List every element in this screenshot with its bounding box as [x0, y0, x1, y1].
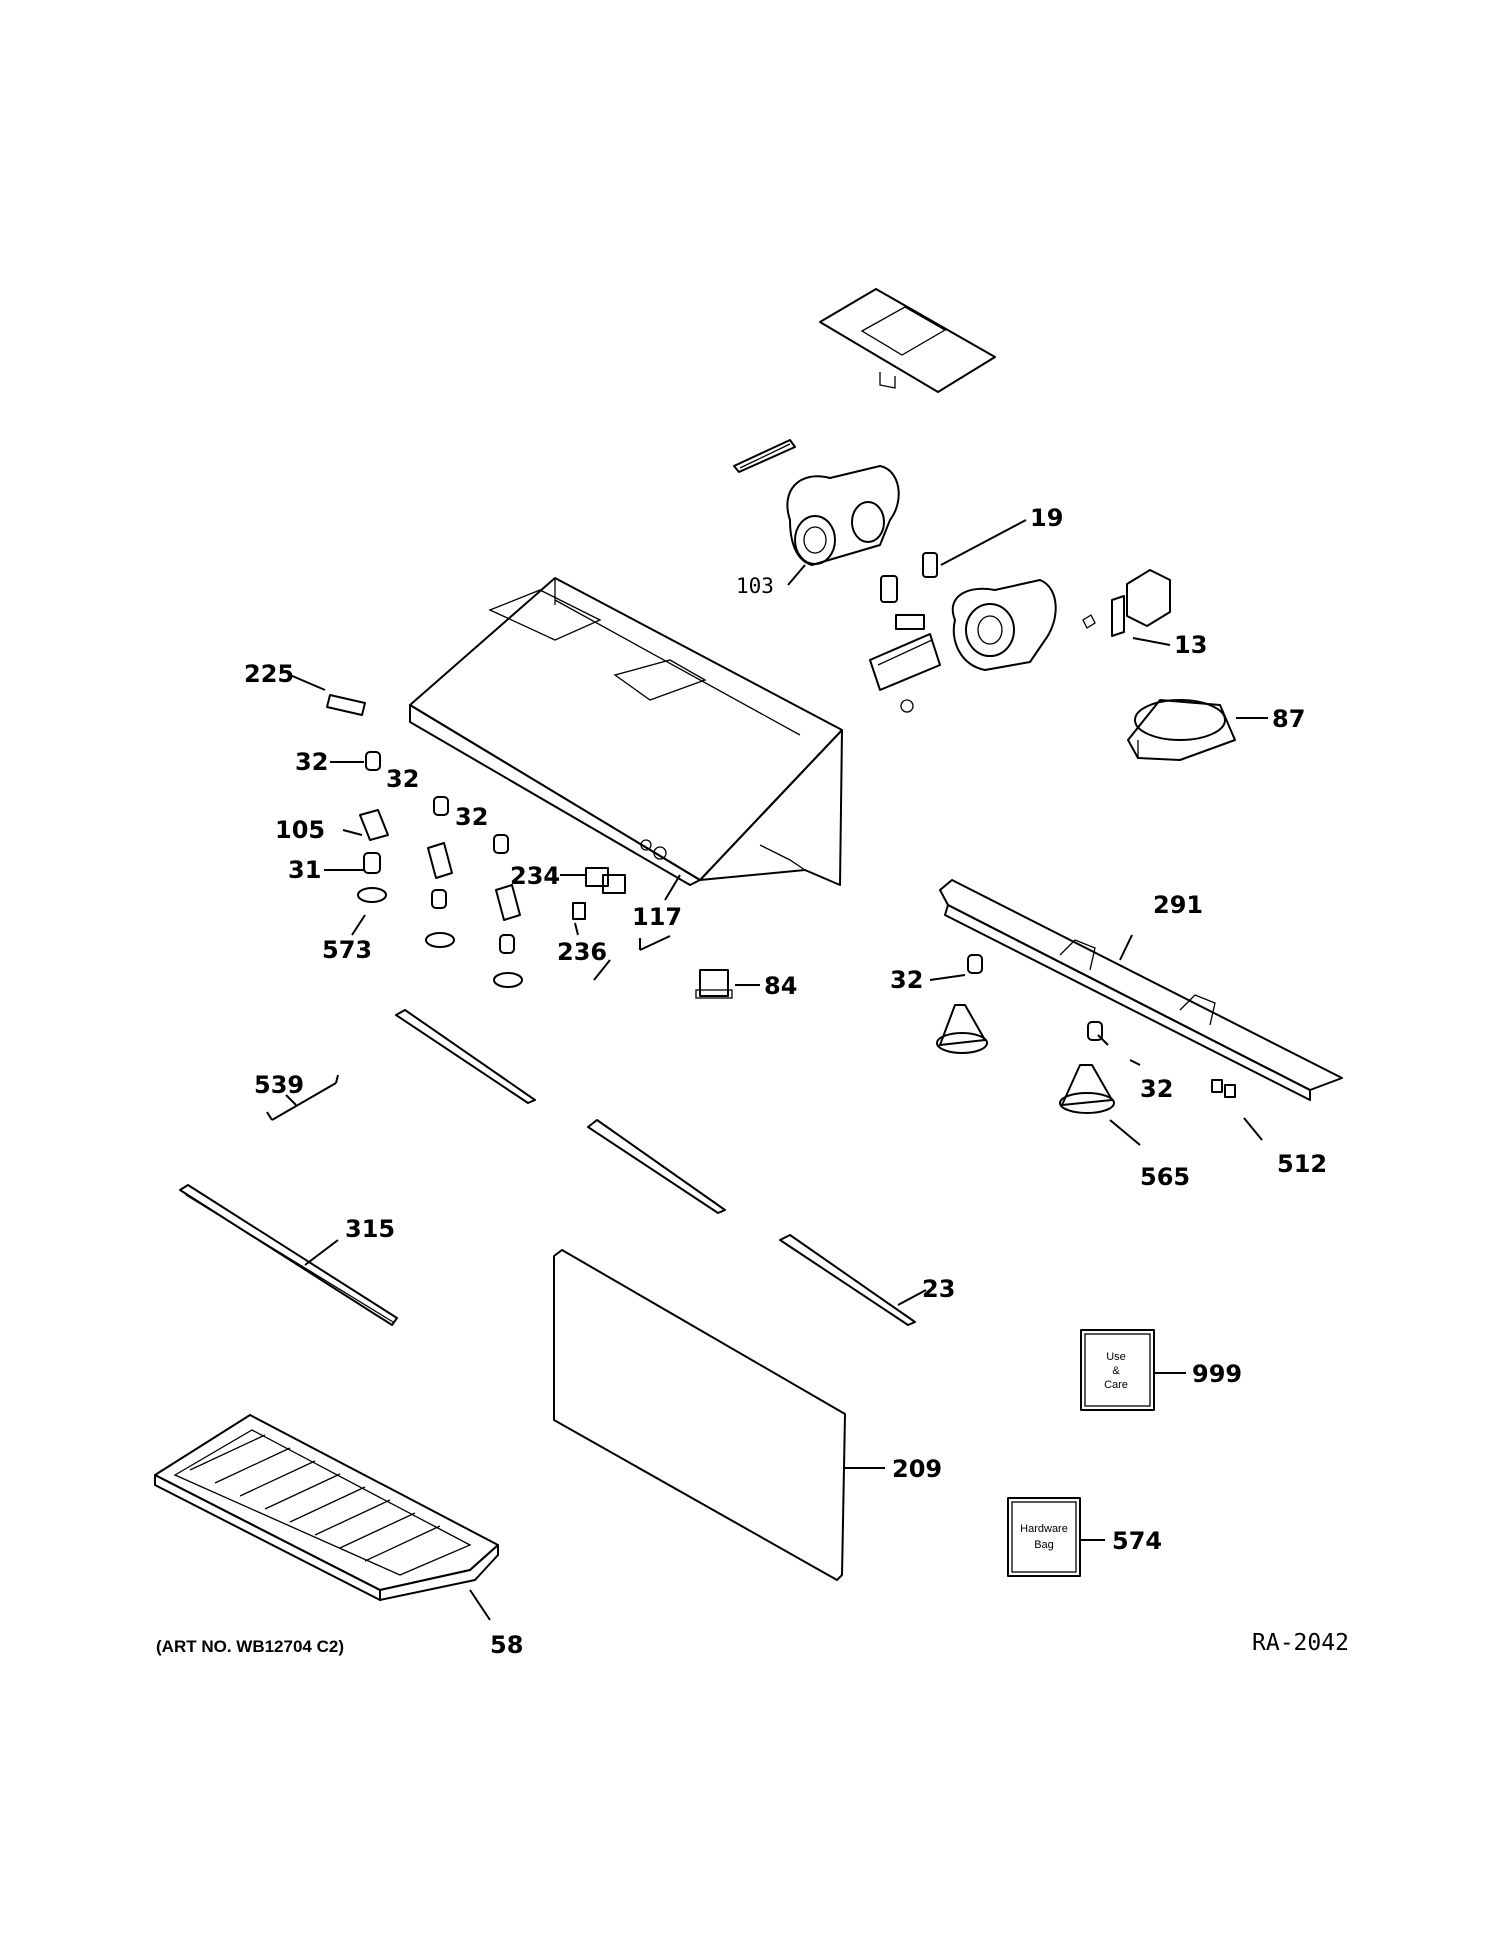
- switch-blocks: [572, 867, 671, 981]
- hardware-bag-box: Hardware Bag: [1007, 1497, 1081, 1577]
- lamp-covers: [936, 954, 1115, 1114]
- grease-filters: [395, 1009, 916, 1326]
- capacitor-box: [1082, 569, 1171, 637]
- rocker-switches: [1211, 1079, 1236, 1098]
- callout-512: 512: [1277, 1150, 1327, 1178]
- callout-105: 105: [275, 816, 325, 844]
- callout-291: 291: [1153, 891, 1203, 919]
- callout-32-c: 32: [455, 803, 488, 831]
- callout-315: 315: [345, 1215, 395, 1243]
- callout-234: 234: [510, 862, 560, 890]
- hood-body: [409, 577, 843, 886]
- callout-573: 573: [322, 936, 372, 964]
- trim-strip: [179, 1184, 398, 1326]
- callout-32-d: 32: [890, 966, 923, 994]
- callout-565: 565: [1140, 1163, 1190, 1191]
- callout-19: 19: [1030, 504, 1063, 532]
- callout-32-b: 32: [386, 765, 419, 793]
- callout-58: 58: [490, 1631, 523, 1659]
- callout-23: 23: [922, 1275, 955, 1303]
- mesh-filter: [154, 1414, 499, 1601]
- small-rail-bracket: [733, 439, 796, 473]
- blower-housing-right: [951, 579, 1057, 671]
- damper: [1127, 699, 1236, 761]
- callout-103: 103: [736, 574, 774, 598]
- callout-574: 574: [1112, 1527, 1162, 1555]
- transformer: [695, 969, 733, 999]
- callout-32-e: 32: [1140, 1075, 1173, 1103]
- callout-13: 13: [1174, 631, 1207, 659]
- callout-31: 31: [288, 856, 321, 884]
- callout-236: 236: [557, 938, 607, 966]
- callout-labels: 19 103 13 87 225 32 32 32 105 31 573 234…: [244, 504, 1327, 1659]
- callout-32-a: 32: [295, 748, 328, 776]
- callout-999: 999: [1192, 1360, 1242, 1388]
- art-number: (ART NO. WB12704 C2): [156, 1637, 344, 1656]
- callout-539: 539: [254, 1071, 304, 1099]
- blower-housing-left: [786, 465, 900, 566]
- use-care-line-1: Use: [1106, 1351, 1126, 1363]
- callout-225: 225: [244, 660, 294, 688]
- callout-84: 84: [764, 972, 797, 1000]
- light-panel: [939, 879, 1343, 1101]
- hardware-bag-line-1: Hardware: [1020, 1523, 1068, 1535]
- use-care-line-3: Care: [1104, 1379, 1128, 1391]
- callout-209: 209: [892, 1455, 942, 1483]
- top-duct-cover-plate: [819, 288, 996, 393]
- use-care-line-2: &: [1112, 1365, 1120, 1377]
- capacitors-and-motor: [869, 552, 941, 713]
- label-plate: [326, 694, 366, 716]
- lamp-sockets: [357, 751, 523, 988]
- back-panel: [553, 1249, 846, 1581]
- use-care-box: Use & Care: [1080, 1329, 1155, 1411]
- reference-code: RA-2042: [1252, 1630, 1349, 1656]
- callout-87: 87: [1272, 705, 1305, 733]
- mounting-bracket: [266, 1074, 339, 1121]
- leader-lines: [285, 519, 1268, 1621]
- callout-117: 117: [632, 903, 682, 931]
- hardware-bag-line-2: Bag: [1034, 1539, 1054, 1551]
